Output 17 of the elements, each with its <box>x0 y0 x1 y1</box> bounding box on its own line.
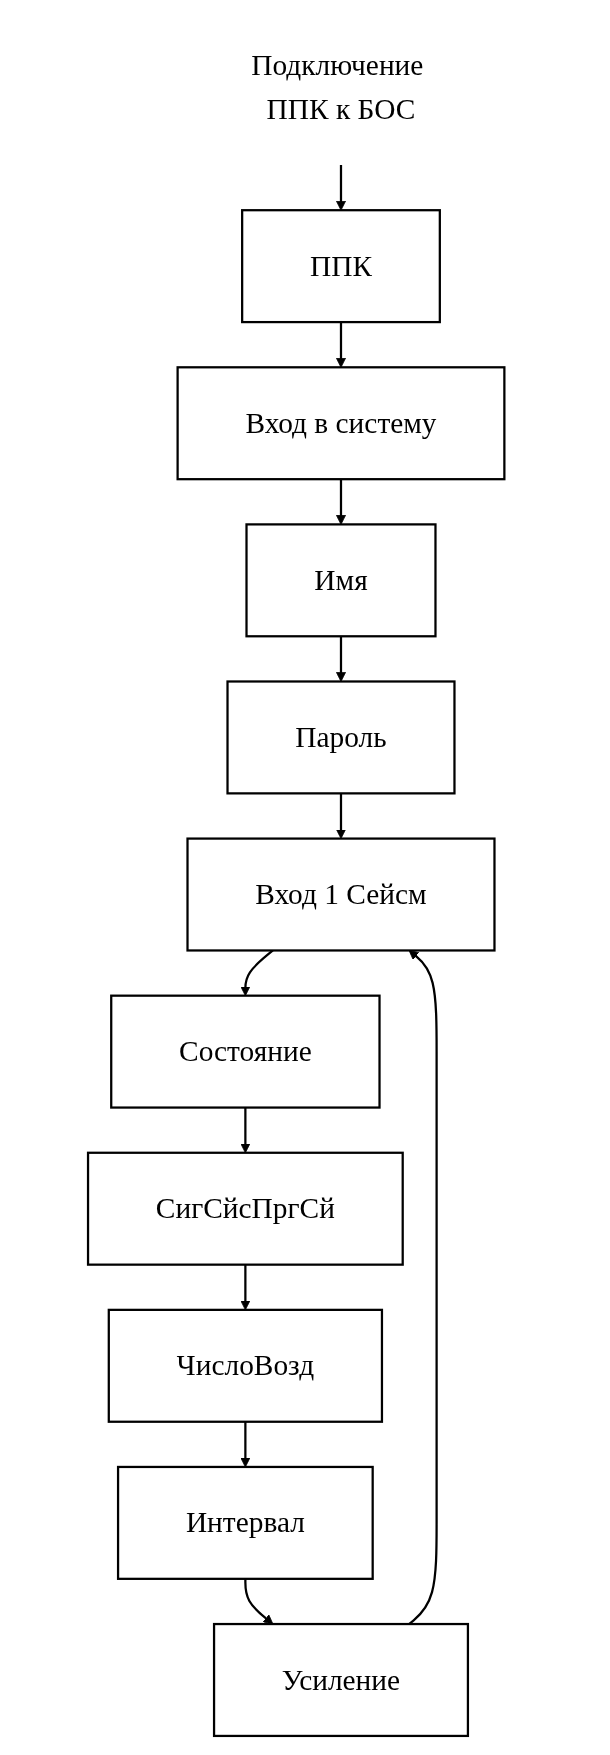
node-box: ППК <box>241 209 441 324</box>
node-box: Пароль <box>226 680 456 795</box>
arrow <box>336 322 347 368</box>
node-text: Подключение ППК к БОС <box>251 48 424 126</box>
arrow <box>336 165 347 211</box>
node-box: Состояние <box>110 994 381 1109</box>
arrow <box>408 950 438 1625</box>
node-box: Вход в систему <box>176 366 506 481</box>
node-box: Имя <box>245 523 437 638</box>
node-box: СигСйсПргСй <box>86 1151 404 1266</box>
arrow <box>336 636 347 682</box>
node-box: Вход 1 Сейсм <box>186 837 496 952</box>
node-box: Усиление <box>213 1622 470 1738</box>
node-box: Интервал <box>117 1465 374 1580</box>
node-box: ЧислоВозд <box>107 1308 384 1423</box>
arrow <box>336 479 347 525</box>
arrow <box>244 1578 274 1625</box>
